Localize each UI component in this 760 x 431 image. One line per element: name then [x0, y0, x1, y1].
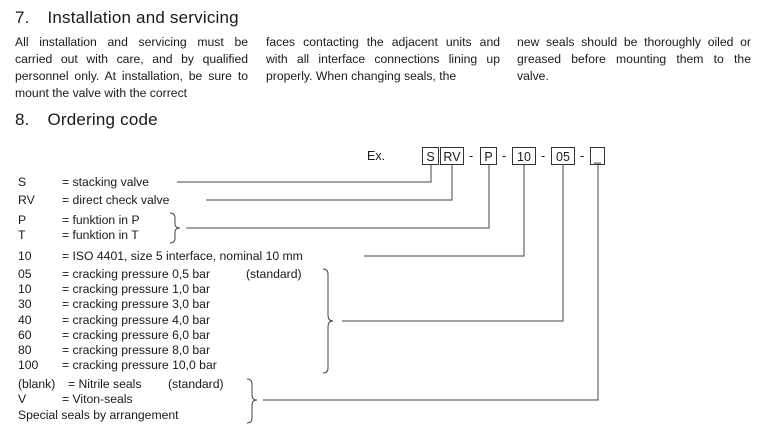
- connector-rv: [206, 165, 453, 201]
- code-box-rv: RV: [440, 147, 464, 165]
- row-note-standard: (standard): [246, 267, 302, 281]
- code-dash: -: [580, 149, 585, 163]
- code-box-size: 10: [512, 147, 536, 165]
- code-dash: -: [502, 149, 507, 163]
- row-desc-s: = stacking valve: [62, 175, 150, 189]
- brace-function: [169, 212, 181, 244]
- row-code-pressure: 40: [18, 313, 32, 327]
- row-desc-viton: = Viton-seals: [62, 392, 133, 406]
- brace-pressure: [322, 268, 334, 374]
- example-label: Ex.: [367, 149, 386, 163]
- section7-heading: 7. Installation and servicing: [15, 8, 239, 28]
- row-code-rv: RV: [18, 193, 35, 207]
- connector-s: [177, 165, 432, 183]
- section7-number: 7.: [15, 8, 30, 27]
- row-desc-pressure: = cracking pressure 1,0 bar: [62, 282, 211, 296]
- row-desc-rv: = direct check valve: [62, 193, 170, 207]
- row-desc-pressure: = cracking pressure 8,0 bar: [62, 343, 211, 357]
- row-desc-pressure: = cracking pressure 0,5 bar: [62, 267, 211, 281]
- code-box-pressure: 05: [551, 147, 575, 165]
- row-code-p: P: [18, 213, 27, 227]
- code-dash: -: [541, 149, 546, 163]
- row-code-pressure: 30: [18, 297, 32, 311]
- row-code-pressure: 100: [18, 358, 39, 372]
- row-desc-nitrile: = Nitrile seals: [68, 377, 142, 391]
- code-box-seals: _: [590, 147, 605, 165]
- section7-title: Installation and servicing: [47, 8, 239, 27]
- row-code-pressure: 05: [18, 267, 32, 281]
- row-code-pressure: 80: [18, 343, 32, 357]
- row-desc-t: = funktion in T: [62, 228, 139, 242]
- connector-seals: [263, 165, 599, 401]
- row-code-v: V: [18, 392, 27, 406]
- row-code-size: 10: [18, 249, 32, 263]
- brace-seals: [246, 378, 258, 424]
- section7-column-3: new seals should be thoroughly oiled or …: [517, 35, 751, 83]
- connector-function: [186, 165, 490, 229]
- row-code-pressure: 60: [18, 328, 32, 342]
- row-special-seals: Special seals by arrangement: [18, 408, 179, 422]
- row-desc-size: = ISO 4401, size 5 interface, nominal 10…: [62, 249, 303, 263]
- row-desc-pressure: = cracking pressure 6,0 bar: [62, 328, 211, 342]
- row-code-pressure: 10: [18, 282, 32, 296]
- row-desc-pressure: = cracking pressure 4,0 bar: [62, 313, 211, 327]
- section8-heading: 8. Ordering code: [15, 110, 158, 130]
- section8-title: Ordering code: [47, 110, 158, 129]
- connector-size: [364, 165, 525, 257]
- section8-number: 8.: [15, 110, 30, 129]
- code-dash: -: [469, 149, 474, 163]
- row-desc-p: = funktion in P: [62, 213, 140, 227]
- section7-column-2: faces contacting the adjacent units and …: [266, 35, 500, 83]
- row-desc-pressure: = cracking pressure 3,0 bar: [62, 297, 211, 311]
- section7-column-1: All installation and servicing must be c…: [15, 35, 248, 100]
- row-note-standard-seals: (standard): [168, 377, 224, 391]
- row-code-blank: (blank): [18, 377, 56, 391]
- code-box-function: P: [480, 147, 497, 165]
- connector-pressure: [342, 165, 564, 322]
- row-code-t: T: [18, 228, 26, 242]
- code-box-s: S: [422, 147, 439, 165]
- row-code-s: S: [18, 175, 27, 189]
- row-desc-pressure: = cracking pressure 10,0 bar: [62, 358, 217, 372]
